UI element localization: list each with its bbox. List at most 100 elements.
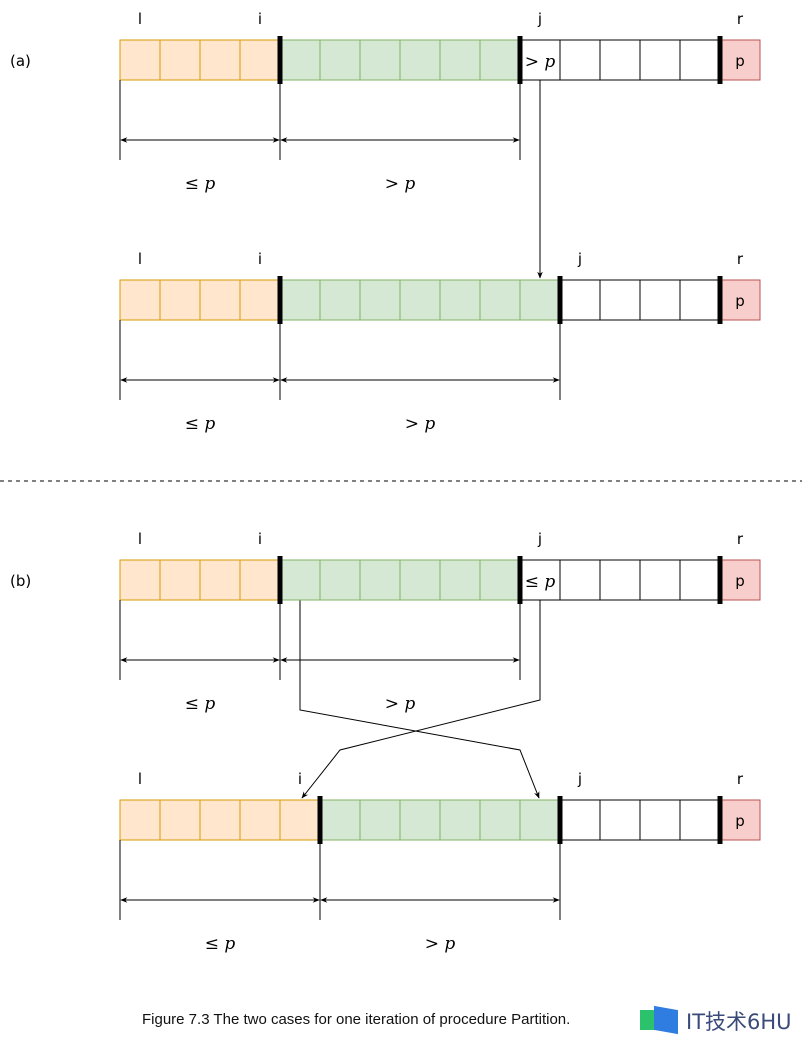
array-cell-unk — [599, 39, 641, 81]
array-cell-unk — [679, 39, 721, 81]
array-cell-le — [279, 799, 321, 841]
array-cell-unk — [639, 279, 681, 321]
range-label-gt: > p — [405, 414, 436, 434]
array-cell-gt — [519, 279, 561, 321]
array-cell-gt — [279, 39, 321, 81]
array-cell-gt — [279, 559, 321, 601]
swap-arrow-i-to-j — [299, 600, 540, 799]
array-cell-unk — [679, 279, 721, 321]
array-cell-unk — [559, 279, 601, 321]
array-cell-gt — [439, 799, 481, 841]
array-cell-gt — [439, 559, 481, 601]
array-cell-le — [239, 799, 281, 841]
pointer-l: l — [138, 530, 142, 548]
array-cell-unk — [639, 559, 681, 601]
array-cell-le — [239, 39, 281, 81]
array-cell-le — [199, 39, 241, 81]
array-cell-gt — [359, 39, 401, 81]
pointer-j: j — [537, 530, 542, 548]
array-cell-le — [159, 559, 201, 601]
array-cell-le — [199, 559, 241, 601]
pointer-r: r — [737, 530, 744, 548]
range-label-le: ≤ p — [185, 174, 216, 194]
array-cell-gt — [359, 279, 401, 321]
range-label-le: ≤ p — [185, 694, 216, 714]
array-cell-gt — [319, 39, 361, 81]
range-label-gt: > p — [385, 694, 416, 714]
range-label-le: ≤ p — [205, 934, 236, 954]
array-cell-gt — [399, 39, 441, 81]
array-cell-unk — [679, 559, 721, 601]
watermark-logo-icon — [640, 1005, 680, 1035]
array-cell-gt — [319, 559, 361, 601]
array-cell-unk — [599, 799, 641, 841]
array-cell-unk — [519, 39, 561, 81]
array-cell-gt — [399, 279, 441, 321]
range-label-gt: > p — [425, 934, 456, 954]
array-cell-unk — [599, 559, 641, 601]
array-cell-gt — [319, 799, 361, 841]
pointer-i: i — [298, 770, 302, 788]
array-cell-le — [119, 799, 161, 841]
array-cell-gt — [359, 559, 401, 601]
array-cell-le — [119, 559, 161, 601]
array-cell-gt — [439, 39, 481, 81]
pointer-j: j — [577, 770, 582, 788]
range-label-le: ≤ p — [185, 414, 216, 434]
array-row: ≤ p p l i j r ≤ p > p — [119, 530, 761, 714]
array-cell-gt — [399, 559, 441, 601]
array-cell-gt — [359, 799, 401, 841]
watermark: IT技术6HU — [640, 1005, 792, 1036]
array-cell-gt — [479, 799, 521, 841]
array-row: p l i j r ≤ p > p — [119, 250, 761, 434]
pivot-label: p — [735, 572, 745, 590]
current-cell-label: ≤ p — [525, 572, 556, 592]
array-cell-gt — [399, 799, 441, 841]
array-cell-unk — [559, 559, 601, 601]
pointer-l: l — [138, 250, 142, 268]
array-cell-unk — [639, 799, 681, 841]
array-cell-gt — [439, 279, 481, 321]
array-cell-le — [199, 799, 241, 841]
case-label-b: (b) — [10, 572, 31, 590]
pointer-r: r — [737, 250, 744, 268]
pointer-i: i — [258, 10, 262, 28]
pivot-cell — [719, 799, 761, 841]
swap-arrow-j-to-i — [301, 600, 541, 799]
array-cell-unk — [559, 799, 601, 841]
array-cell-gt — [519, 799, 561, 841]
pointer-i: i — [258, 530, 262, 548]
pointer-r: r — [737, 770, 744, 788]
watermark-text: IT技术6HU — [686, 1010, 792, 1034]
array-cell-gt — [479, 279, 521, 321]
pointer-i: i — [258, 250, 262, 268]
array-cell-gt — [479, 559, 521, 601]
array-cell-gt — [479, 39, 521, 81]
array-cell-unk — [599, 279, 641, 321]
array-cell-le — [239, 559, 281, 601]
array-cell-le — [159, 39, 201, 81]
array-cell-gt — [319, 279, 361, 321]
pivot-cell — [719, 279, 761, 321]
pointer-l: l — [138, 770, 142, 788]
array-row: p l i j r ≤ p > p — [119, 770, 761, 954]
array-cell-unk — [639, 39, 681, 81]
range-label-gt: > p — [385, 174, 416, 194]
array-cell-le — [199, 279, 241, 321]
pointer-r: r — [737, 10, 744, 28]
pivot-cell — [719, 39, 761, 81]
case-label-a: (a) — [10, 52, 31, 70]
pointer-j: j — [537, 10, 542, 28]
array-cell-le — [119, 39, 161, 81]
array-cell-unk — [559, 39, 601, 81]
array-cell-le — [159, 799, 201, 841]
array-cell-le — [239, 279, 281, 321]
pivot-label: p — [735, 812, 745, 830]
pointer-j: j — [577, 250, 582, 268]
array-cell-le — [159, 279, 201, 321]
pivot-label: p — [735, 292, 745, 310]
current-cell-label: > p — [525, 52, 556, 72]
figure-caption: Figure 7.3 The two cases for one iterati… — [142, 1011, 571, 1028]
